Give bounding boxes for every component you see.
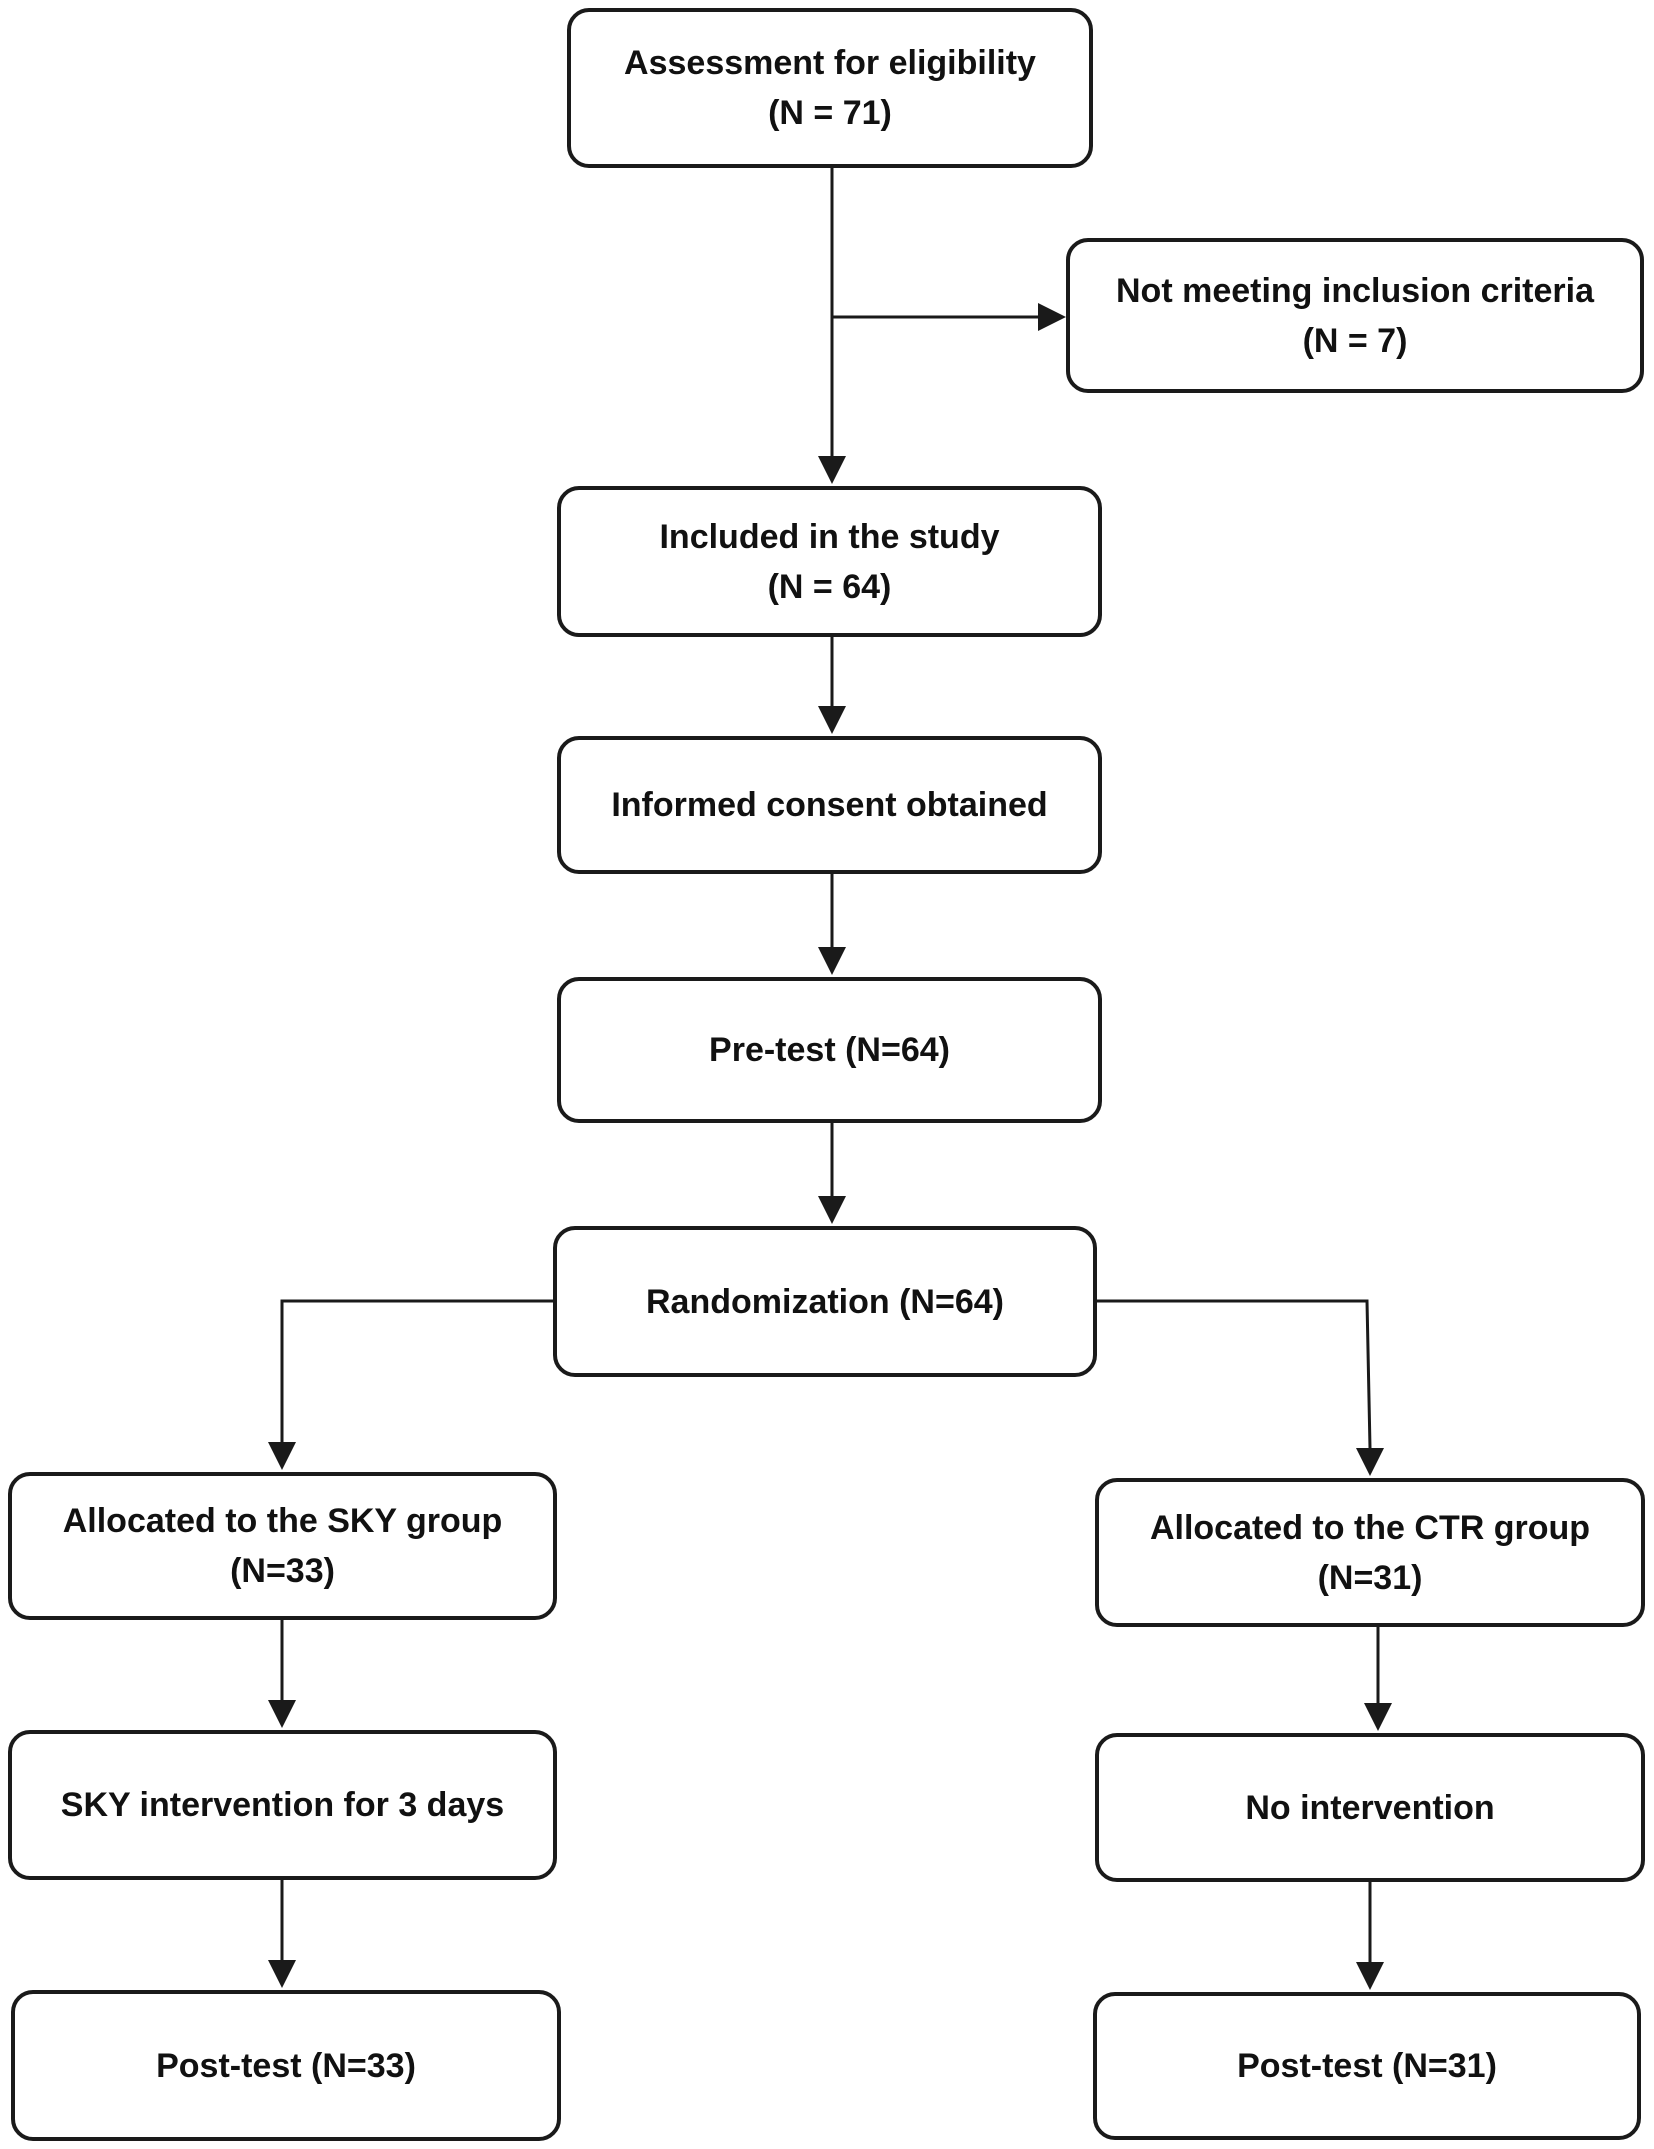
arrowhead-post-ctr [1356, 1962, 1384, 1990]
node-count: (N = 64) [767, 567, 892, 606]
node-count: (N = 71) [768, 94, 892, 132]
node-assessment-for-eligibility: Assessment for eligibility (N = 71) [567, 8, 1093, 168]
node-pre-test: Pre-test (N=64) [557, 977, 1102, 1123]
arrowhead-ctr-group [1356, 1448, 1384, 1476]
node-count: (N = 7) [1302, 321, 1408, 360]
node-allocated-ctr-group: Allocated to the CTR group (N=31) [1095, 1478, 1645, 1627]
arrowhead-consent [818, 706, 846, 734]
node-label: Not meeting inclusion criteria [1116, 271, 1594, 310]
node-sky-intervention: SKY intervention for 3 days [8, 1730, 557, 1880]
node-label: Allocated to the SKY group [62, 1502, 503, 1540]
arrowhead-pretest [818, 947, 846, 975]
node-post-test-ctr: Post-test (N=31) [1093, 1992, 1641, 2140]
arrow-randomization-to-sky [280, 1299, 553, 1442]
arrowhead-post-sky [268, 1960, 296, 1988]
arrowhead-not-meeting [1038, 303, 1066, 331]
node-label: Assessment for eligibility [624, 44, 1036, 82]
node-informed-consent: Informed consent obtained [557, 736, 1102, 874]
node-label: Allocated to the CTR group [1149, 1508, 1591, 1547]
node-allocated-sky-group: Allocated to the SKY group (N=33) [8, 1472, 557, 1620]
arrowhead-sky-group [268, 1442, 296, 1470]
node-label: Pre-test (N=64) [709, 1031, 950, 1069]
node-label: No intervention [1245, 1788, 1495, 1827]
node-label: Post-test (N=33) [156, 2046, 416, 2085]
node-count: (N=33) [230, 1552, 335, 1590]
node-included-in-study: Included in the study (N = 64) [557, 486, 1102, 637]
arrow-randomization-to-ctr [1097, 1299, 1372, 1449]
arrowhead-included [818, 456, 846, 484]
arrowhead-no-intervention [1364, 1703, 1392, 1731]
node-no-intervention: No intervention [1095, 1733, 1645, 1882]
node-post-test-sky: Post-test (N=33) [11, 1990, 561, 2141]
node-label: Randomization (N=64) [646, 1282, 1004, 1321]
node-randomization: Randomization (N=64) [553, 1226, 1097, 1377]
node-not-meeting-inclusion-criteria: Not meeting inclusion criteria (N = 7) [1066, 238, 1644, 393]
node-label: Included in the study [659, 517, 1000, 556]
node-label: Post-test (N=31) [1237, 2047, 1497, 2085]
arrowhead-sky-intervention [268, 1700, 296, 1728]
arrowhead-randomization [818, 1196, 846, 1224]
node-label: Informed consent obtained [611, 786, 1048, 824]
node-count: (N=31) [1317, 1558, 1423, 1597]
node-label: SKY intervention for 3 days [60, 1786, 505, 1824]
